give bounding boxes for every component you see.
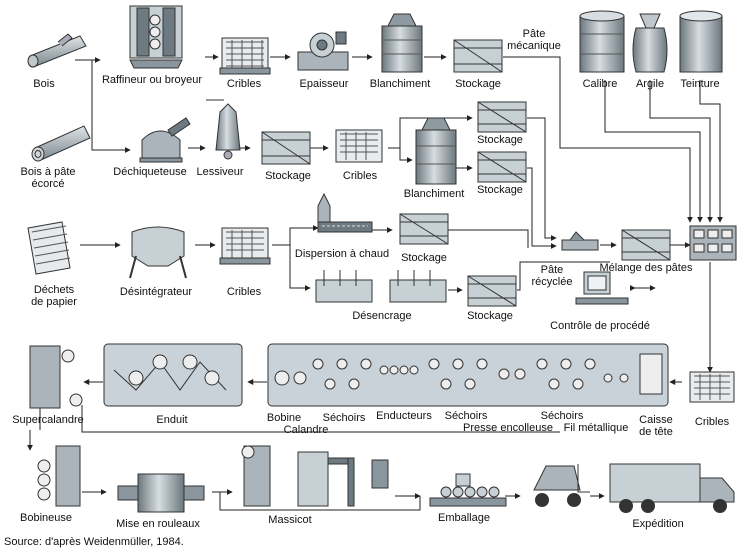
crate-icon bbox=[621, 229, 671, 261]
label-fil: Fil métallique bbox=[563, 422, 629, 434]
label-emballage: Emballage bbox=[438, 512, 490, 524]
screen-icon bbox=[219, 227, 271, 265]
crate-icon bbox=[261, 131, 311, 165]
screen-icon bbox=[335, 129, 383, 163]
label-stockage-6: Stockage bbox=[467, 310, 513, 322]
tank-icon bbox=[679, 10, 723, 73]
label-cribles-1: Cribles bbox=[226, 78, 262, 90]
label-bois-ecorce: Bois à pâte écorcé bbox=[20, 166, 76, 190]
paper-stack-icon bbox=[27, 221, 71, 275]
packaging-conveyor-icon bbox=[429, 473, 507, 507]
bag-icon bbox=[632, 13, 668, 73]
forklift-icon bbox=[533, 464, 590, 507]
label-calandre: Calandre bbox=[283, 424, 329, 436]
label-teinture: Teinture bbox=[680, 78, 720, 90]
label-enduit: Enduit bbox=[156, 414, 188, 426]
label-cribles-2: Cribles bbox=[342, 170, 378, 182]
supercalender-icon bbox=[29, 345, 83, 409]
computer-icon bbox=[575, 271, 629, 305]
label-bobine: Bobine bbox=[266, 412, 302, 424]
log-icon bbox=[27, 33, 87, 68]
label-dispersion: Dispersion à chaud bbox=[294, 248, 390, 260]
screen-icon bbox=[689, 371, 735, 403]
label-lessiveur: Lessiveur bbox=[196, 166, 244, 178]
disperser-icon bbox=[317, 192, 373, 233]
refiner-icon bbox=[129, 5, 183, 69]
drum-icon bbox=[579, 10, 625, 73]
crate-icon bbox=[399, 213, 449, 245]
label-desencrage: Désencrage bbox=[352, 310, 412, 322]
label-bois: Bois bbox=[33, 78, 55, 90]
label-controle: Contrôle de procédé bbox=[550, 320, 650, 332]
label-stockage-5: Stockage bbox=[401, 252, 447, 264]
label-sechoirs-1: Séchoirs bbox=[322, 412, 366, 424]
label-stockage-1: Stockage bbox=[455, 78, 501, 90]
barked-log-icon bbox=[31, 125, 91, 162]
label-expedition: Expédition bbox=[632, 518, 684, 530]
label-melange: Mélange des pâtes bbox=[599, 262, 693, 274]
label-stockage-2: Stockage bbox=[265, 170, 311, 182]
label-argile: Argile bbox=[635, 78, 665, 90]
coater-panel bbox=[103, 343, 243, 407]
deinking-cell-icon bbox=[315, 270, 447, 303]
pump-icon bbox=[561, 231, 599, 251]
paper-machine-panel bbox=[267, 343, 669, 407]
label-dechets: Déchets de papier bbox=[31, 284, 77, 308]
label-sechoirs-2: Séchoirs bbox=[444, 410, 488, 422]
crate-icon bbox=[467, 275, 517, 307]
crate-icon bbox=[477, 151, 527, 183]
control-panel-icon bbox=[689, 225, 737, 261]
label-blanchiment-2: Blanchiment bbox=[403, 188, 465, 200]
label-supercalandre: Supercalandre bbox=[12, 414, 84, 426]
winder-icon bbox=[37, 445, 81, 507]
label-cribles-3: Cribles bbox=[226, 286, 262, 298]
label-rouleaux: Mise en rouleaux bbox=[116, 518, 200, 530]
bleaching-tower-icon bbox=[381, 13, 423, 73]
label-pate-recyclee: Pâte récyclée bbox=[531, 264, 573, 288]
label-enducteurs: Enducteurs bbox=[376, 410, 432, 422]
label-presse: Presse encolleuse bbox=[463, 422, 553, 434]
label-sechoirs-3: Séchoirs bbox=[540, 410, 584, 422]
label-stockage-3: Stockage bbox=[477, 134, 523, 146]
label-pate-mecanique: Pâte mécanique bbox=[507, 28, 561, 52]
crate-icon bbox=[453, 39, 503, 73]
source-caption: Source: d'après Weidenmüller, 1984. bbox=[4, 536, 184, 548]
label-epaisseur: Epaisseur bbox=[299, 78, 349, 90]
chipper-icon bbox=[139, 117, 191, 163]
label-caisse: Caisse de tête bbox=[639, 414, 673, 438]
label-bobineuse: Bobineuse bbox=[20, 512, 72, 524]
pulper-icon bbox=[129, 226, 187, 279]
cutter-icon bbox=[241, 445, 389, 507]
label-dechiqueteuse: Déchiqueteuse bbox=[113, 166, 187, 178]
label-cribles-4: Cribles bbox=[694, 416, 730, 428]
label-raffineur: Raffineur ou broyeur bbox=[101, 74, 203, 86]
label-massicot: Massicot bbox=[268, 514, 312, 526]
bleaching-tower-icon bbox=[415, 117, 457, 185]
screen-icon bbox=[219, 37, 271, 75]
crate-icon bbox=[477, 101, 527, 133]
roll-icon bbox=[117, 473, 205, 513]
flow-lines bbox=[27, 54, 723, 511]
label-calibre: Calibre bbox=[582, 78, 618, 90]
label-stockage-4: Stockage bbox=[477, 184, 523, 196]
thickener-icon bbox=[297, 31, 349, 71]
truck-icon bbox=[609, 463, 735, 513]
digester-icon bbox=[206, 99, 241, 160]
label-blanchiment-1: Blanchiment bbox=[369, 78, 431, 90]
label-desintegrateur: Désintégrateur bbox=[119, 286, 193, 298]
